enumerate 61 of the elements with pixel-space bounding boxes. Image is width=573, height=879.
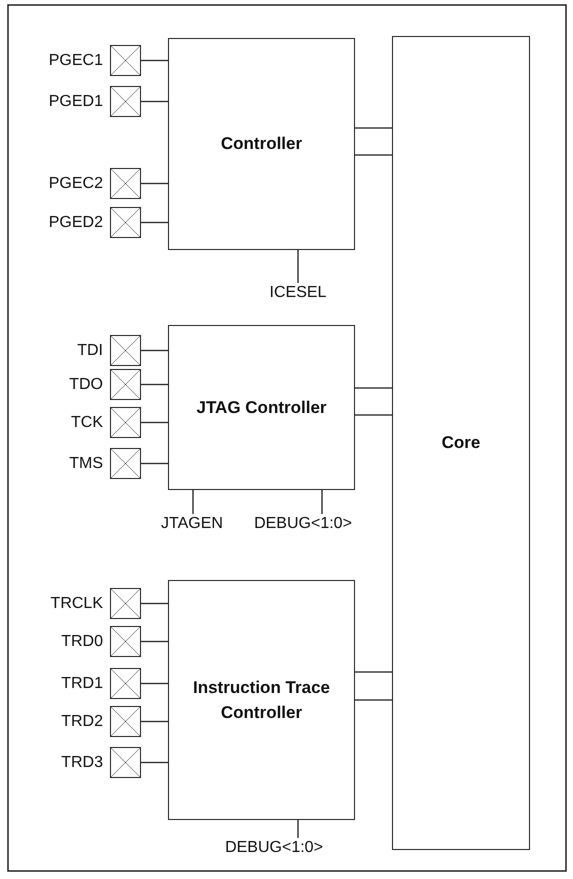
pin-label: TRCLK bbox=[50, 594, 103, 614]
connector-line bbox=[355, 387, 392, 389]
pin-label: PGED2 bbox=[48, 212, 103, 232]
pin-symbol bbox=[110, 588, 141, 619]
connector-line bbox=[141, 462, 168, 464]
connector-line bbox=[355, 699, 392, 701]
pin-symbol bbox=[110, 86, 141, 117]
pin-label: PGEC1 bbox=[48, 50, 103, 70]
connector-line bbox=[141, 222, 168, 224]
pin-symbol bbox=[110, 45, 141, 76]
signal-label: DEBUG<1:0> bbox=[237, 514, 369, 534]
block-title: Core bbox=[440, 432, 482, 454]
connector-line bbox=[141, 100, 168, 102]
connector-line bbox=[141, 422, 168, 424]
pin-label: PGEC2 bbox=[48, 174, 103, 194]
connector-line bbox=[141, 182, 168, 184]
connector-line bbox=[297, 250, 299, 283]
connector-line bbox=[192, 490, 194, 514]
controller-block bbox=[392, 36, 530, 850]
pin-label: TRD3 bbox=[60, 752, 103, 772]
pin-symbol bbox=[110, 747, 141, 778]
controller-block bbox=[168, 38, 355, 250]
block-title: JTAG Controller bbox=[195, 396, 328, 419]
pin-symbol bbox=[110, 668, 141, 699]
connector-line bbox=[141, 602, 168, 604]
pin-symbol bbox=[110, 168, 141, 199]
pin-label: TDI bbox=[76, 340, 103, 360]
pin-label: TRD2 bbox=[60, 712, 103, 732]
pin-symbol bbox=[110, 335, 141, 366]
connector-line bbox=[141, 682, 168, 684]
pin-symbol bbox=[110, 369, 141, 400]
controller-block bbox=[168, 325, 355, 490]
pin-symbol bbox=[110, 448, 141, 479]
block-title: Instruction Trace Controller bbox=[192, 676, 331, 724]
connector-line bbox=[141, 384, 168, 386]
connector-line bbox=[321, 490, 323, 514]
signal-label: JTAGEN bbox=[147, 514, 237, 534]
block-title: Controller bbox=[220, 133, 304, 156]
signal-label: DEBUG<1:0> bbox=[206, 838, 342, 858]
controller-block bbox=[168, 580, 355, 820]
connector-line bbox=[355, 414, 392, 416]
connector-line bbox=[355, 127, 392, 129]
pin-label: TMS bbox=[68, 454, 103, 474]
connector-line bbox=[297, 820, 299, 838]
pin-label: TRD0 bbox=[60, 632, 103, 652]
pin-symbol bbox=[110, 626, 141, 657]
connector-line bbox=[141, 350, 168, 352]
connector-line bbox=[141, 762, 168, 764]
pin-symbol bbox=[110, 706, 141, 737]
connector-line bbox=[355, 154, 392, 156]
pin-symbol bbox=[110, 407, 141, 438]
connector-line bbox=[141, 720, 168, 722]
pin-label: TDO bbox=[68, 374, 103, 394]
connector-line bbox=[355, 671, 392, 673]
pin-symbol bbox=[110, 207, 141, 238]
pin-label: PGED1 bbox=[48, 92, 103, 112]
connector-line bbox=[141, 640, 168, 642]
pin-label: TCK bbox=[70, 412, 103, 432]
connector-line bbox=[141, 60, 168, 62]
pin-label: TRD1 bbox=[60, 674, 103, 694]
signal-label: ICESEL bbox=[255, 283, 341, 303]
